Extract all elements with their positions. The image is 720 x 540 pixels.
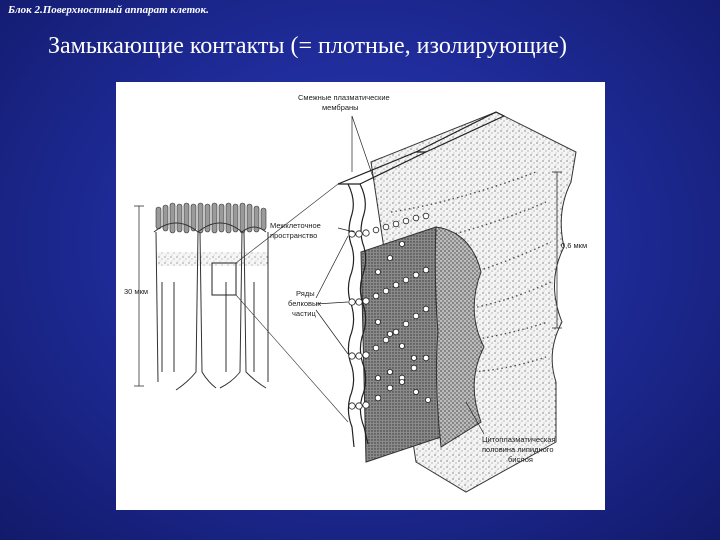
scale-label-0-6um: 0,6 мкм [561,241,587,250]
label-intercellular-space-1: Межклеточное [270,221,321,230]
label-adjacent-membranes-2: мембраны [322,103,359,112]
epithelium-overview: 30 мкм [124,202,269,391]
label-intercellular-space-2: пространство [270,231,317,240]
label-protein-rows-1: Ряды [296,289,315,298]
label-cytoplasmic-half-2: половина липидного [482,445,554,454]
scale-bar-0-6um [552,171,562,329]
block-label: Блок 2.Поверхностный аппарат клеток. [8,4,209,16]
label-adjacent-membranes-1: Смежные плазматические [298,93,390,102]
scale-bar-30um [134,205,144,387]
label-protein-rows-2: белковых [288,299,321,308]
scale-label-30um: 30 мкм [124,287,148,296]
protein-particle-rows [348,212,431,410]
tight-junction-detail: 0,6 мкм [337,111,587,493]
label-cytoplasmic-half-3: бислоя [508,455,533,464]
tight-junction-figure: 30 мкм [116,82,605,510]
label-cytoplasmic-half-1: Цитоплазматическая [482,435,556,444]
microvilli [155,202,267,234]
label-protein-rows-3: частиц [292,309,316,318]
slide-title: Замыкающие контакты (= плотные, изолирую… [48,33,567,59]
